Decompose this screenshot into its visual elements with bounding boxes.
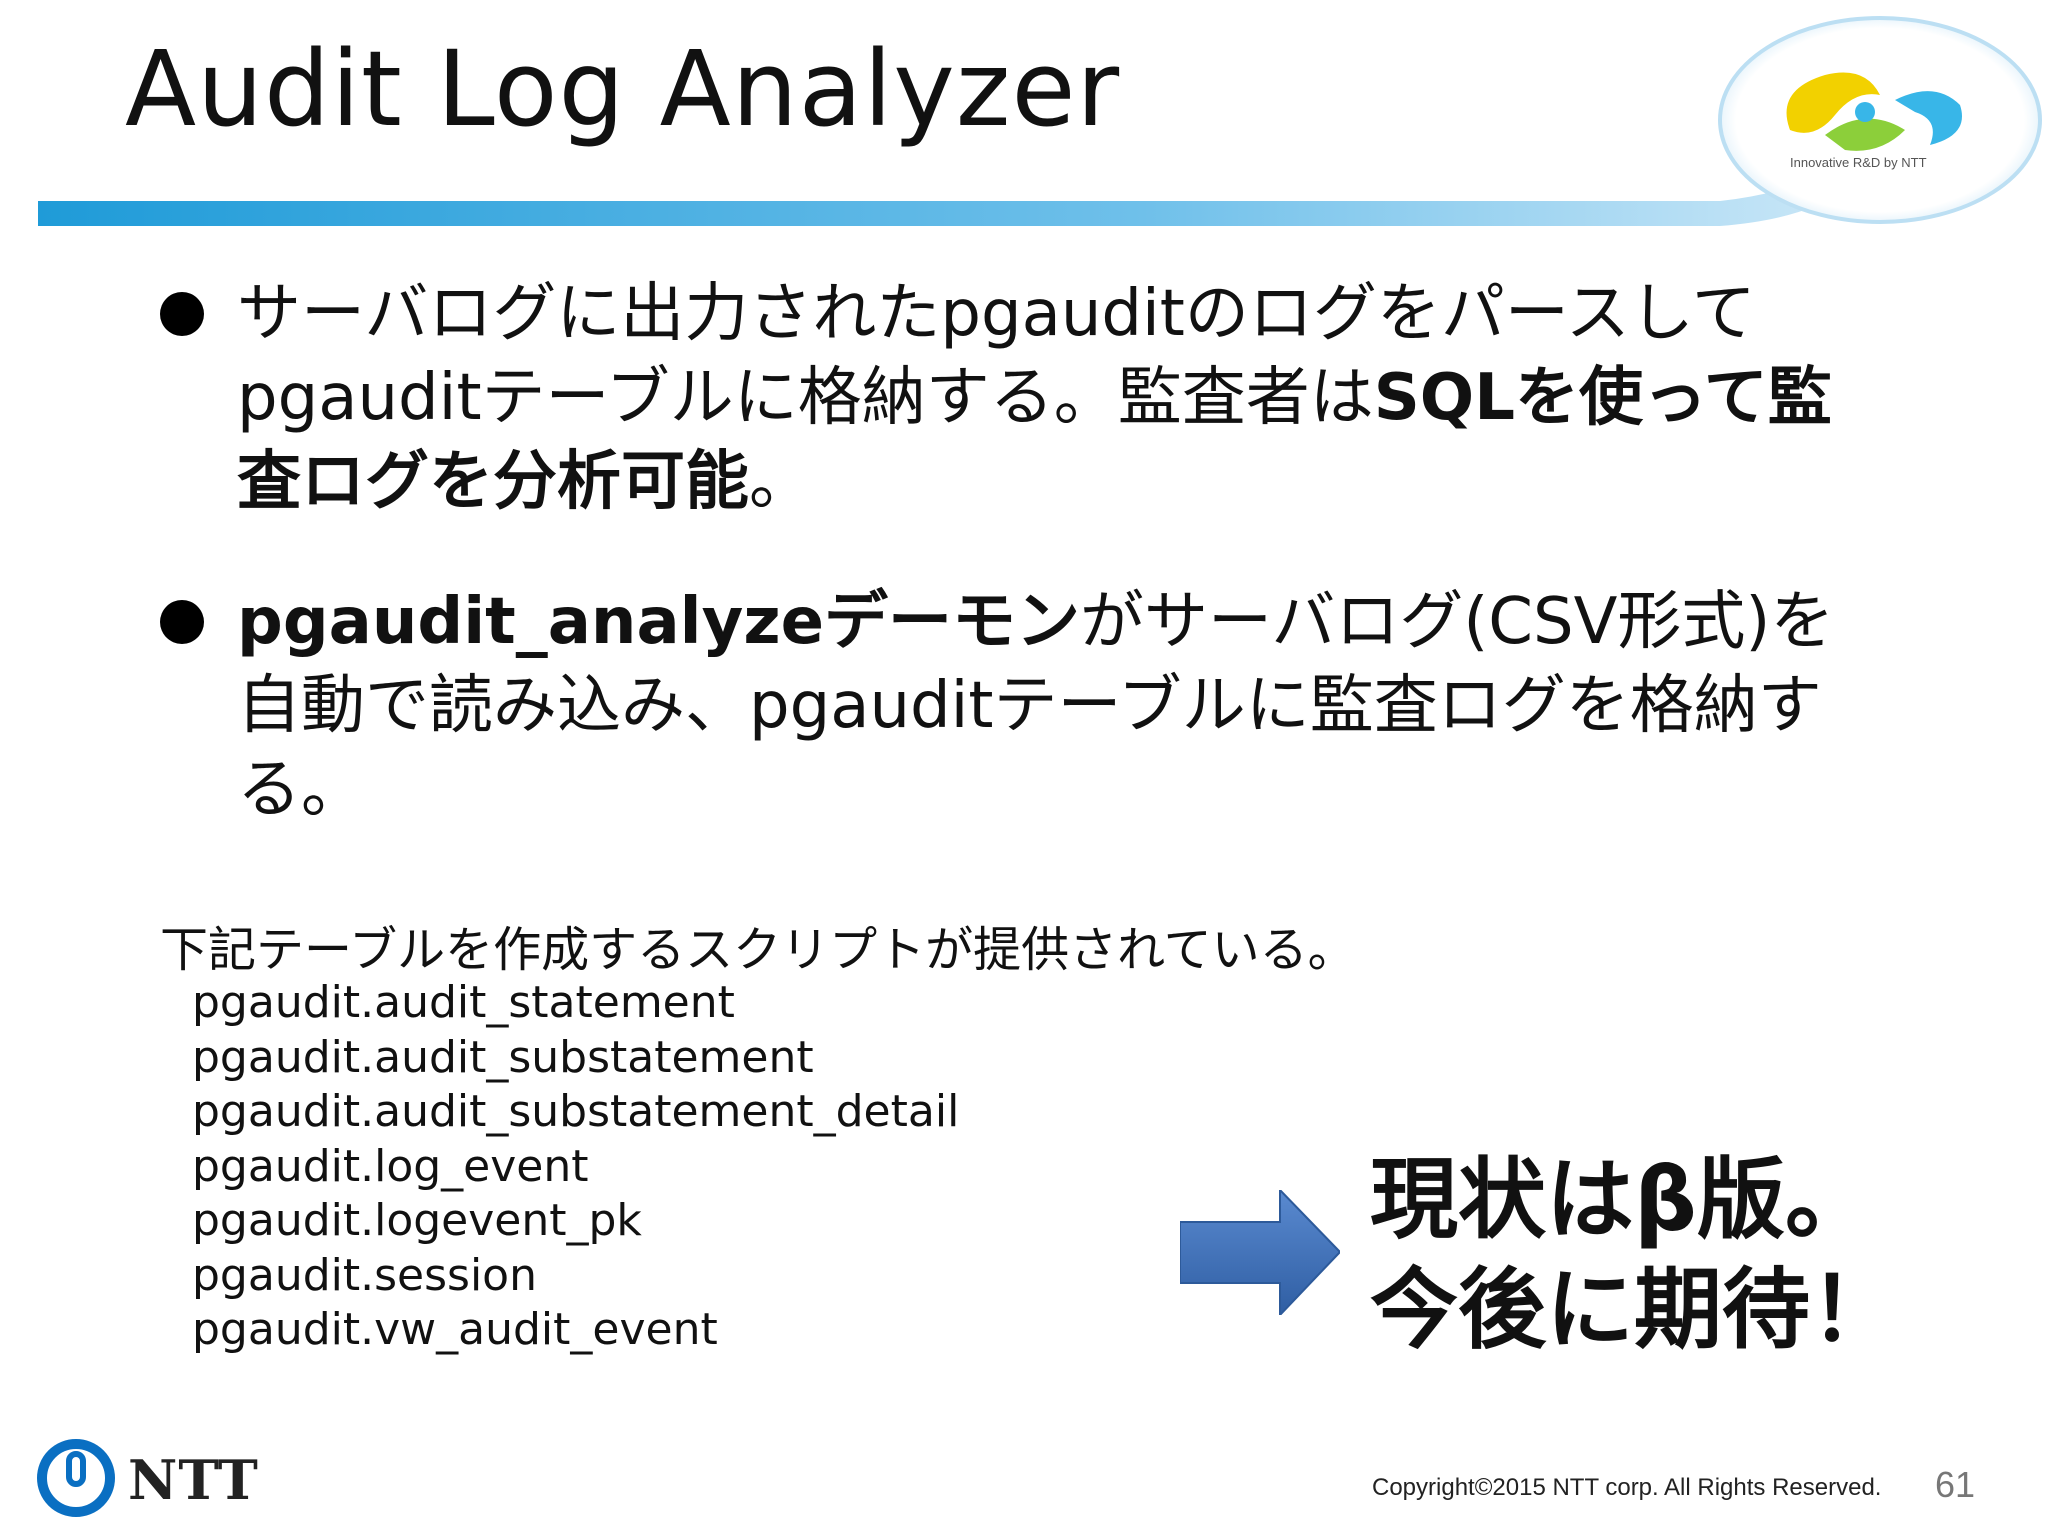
bullet-text-plain: 。	[749, 445, 813, 519]
table-name-item: pgaudit.log_event	[192, 1140, 589, 1192]
logo-caption: Innovative R&D by NTT	[1790, 155, 1927, 170]
page-number: 61	[1935, 1464, 1976, 1505]
bullet-line: pgauditテーブルに格納する。監査者はSQLを使って監	[237, 356, 1947, 440]
table-name-item: pgaudit.audit_substatement	[192, 1031, 814, 1083]
bullet-line: サーバログに出力されたpgauditのログをパースして	[237, 277, 1756, 351]
bullet-line: 査ログを分析可能。	[237, 440, 1947, 524]
bullet-text: pgaudit_analyzeデーモンがサーバログ(CSV形式)を 自動で読み込…	[237, 580, 1947, 832]
ntt-wordmark: NTT	[128, 1448, 259, 1512]
bullet-text-bold: pgaudit_analyzeデーモン	[237, 585, 1080, 659]
bullet-line: る。	[237, 753, 365, 827]
table-name-item: pgaudit.audit_substatement_detail	[192, 1086, 960, 1137]
right-arrow-icon	[1180, 1190, 1340, 1315]
table-name-item: pgaudit.audit_statement	[192, 977, 735, 1028]
bullet-text-plain: がサーバログ(CSV形式)を	[1079, 585, 1835, 659]
callout-line: 今後に期待！	[1370, 1258, 1899, 1361]
table-name-item: pgaudit.session	[192, 1249, 537, 1301]
callout-line: 現状はβ版。	[1370, 1148, 1873, 1251]
script-intro-text: 下記テーブルを作成するスクリプトが提供されている。	[160, 922, 1356, 978]
bullet-text-plain: pgauditテーブルに格納する。監査者は	[237, 361, 1374, 435]
beta-callout: 現状はβ版。 今後に期待！	[1370, 1145, 1898, 1365]
bullet-line: pgaudit_analyzeデーモンがサーバログ(CSV形式)を	[237, 580, 1947, 664]
bullet-text: サーバログに出力されたpgauditのログをパースして pgauditテーブルに…	[237, 272, 1947, 524]
table-name-list: pgaudit.audit_statement pgaudit.audit_su…	[192, 976, 959, 1358]
slide-title: Audit Log Analyzer	[125, 28, 1121, 150]
table-name-item: pgaudit.vw_audit_event	[192, 1304, 718, 1355]
ntt-logo-icon	[37, 1439, 115, 1517]
bullet-dot-icon	[160, 292, 204, 336]
table-name-item: pgaudit.logevent_pk	[192, 1195, 642, 1246]
bullet-line: 自動で読み込み、pgauditテーブルに監査ログを格納す	[237, 669, 1822, 743]
bullet-text-bold: 査ログを分析可能	[237, 445, 749, 519]
bullet-text-bold: SQLを使って監	[1373, 361, 1832, 435]
bullet-item: pgaudit_analyzeデーモンがサーバログ(CSV形式)を 自動で読み込…	[160, 580, 1960, 840]
ntt-rnd-logo-icon	[1786, 72, 1962, 151]
bullet-dot-icon	[160, 600, 204, 644]
bullet-item: サーバログに出力されたpgauditのログをパースして pgauditテーブルに…	[160, 272, 1960, 532]
copyright-notice: Copyright©2015 NTT corp. All Rights Rese…	[1372, 1474, 1882, 1501]
